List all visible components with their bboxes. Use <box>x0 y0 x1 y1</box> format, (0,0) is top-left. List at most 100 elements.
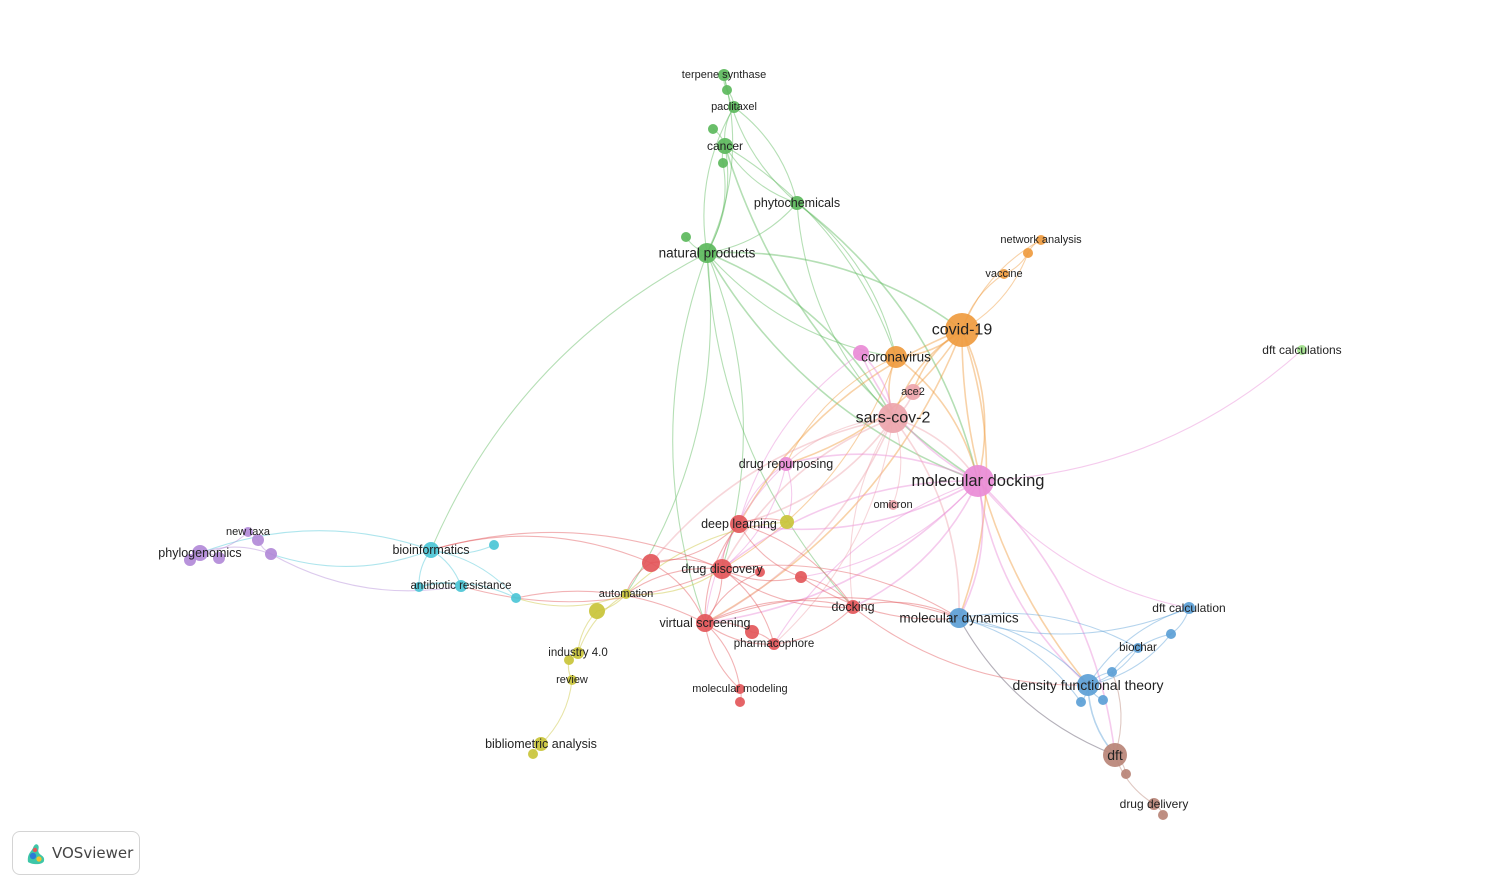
node-br-a[interactable] <box>1121 769 1131 779</box>
node-c-c[interactable] <box>511 593 521 603</box>
node-density-functional-theory[interactable] <box>1077 674 1099 696</box>
node-y-dl[interactable] <box>780 515 794 529</box>
node-pu-b[interactable] <box>213 552 225 564</box>
label-terpene-synthase[interactable]: terpene synthase <box>682 69 766 81</box>
node-phylogenomics[interactable] <box>192 545 208 561</box>
label-vaccine[interactable]: vaccine <box>985 268 1022 280</box>
node-omicron[interactable] <box>888 500 898 510</box>
node-y-c[interactable] <box>528 749 538 759</box>
node-network-analysis[interactable] <box>1036 235 1046 245</box>
label-drug-discovery[interactable]: drug discovery <box>681 562 763 576</box>
node-review[interactable] <box>567 675 577 685</box>
node-drug-delivery[interactable] <box>1148 798 1160 810</box>
node-antibiotic-resistance[interactable] <box>455 580 467 592</box>
node-paclitaxel[interactable] <box>728 101 740 113</box>
label-covid-19[interactable]: covid-19 <box>932 322 993 339</box>
node-p-corona[interactable] <box>853 345 869 361</box>
label-review[interactable]: review <box>556 674 588 686</box>
node-terpene-synthase[interactable] <box>718 69 730 81</box>
node-drug-discovery[interactable] <box>712 559 732 579</box>
label-molecular-modeling[interactable]: molecular modeling <box>692 683 787 695</box>
node-br-b[interactable] <box>1158 810 1168 820</box>
vosviewer-badge[interactable]: VOSviewer <box>12 831 140 875</box>
label-omicron[interactable]: omicron <box>873 499 912 511</box>
node-g-c[interactable] <box>718 158 728 168</box>
node-phytochemicals[interactable] <box>790 196 804 210</box>
label-docking[interactable]: docking <box>831 600 874 614</box>
node-coronavirus[interactable] <box>885 346 907 368</box>
label-industry-4[interactable]: industry 4.0 <box>548 647 607 659</box>
node-o-a[interactable] <box>1023 248 1033 258</box>
node-r-b[interactable] <box>755 567 765 577</box>
node-automation[interactable] <box>621 589 631 599</box>
node-molecular-dynamics[interactable] <box>949 608 969 628</box>
node-vaccine[interactable] <box>999 269 1009 279</box>
label-ace2[interactable]: ace2 <box>901 386 925 398</box>
node-natural-products[interactable] <box>697 243 717 263</box>
node-new-taxa[interactable] <box>243 527 253 537</box>
node-molecular-docking[interactable] <box>962 465 994 497</box>
node-g-a[interactable] <box>722 85 732 95</box>
label-molecular-dynamics[interactable]: molecular dynamics <box>899 611 1019 626</box>
node-deep-learning[interactable] <box>730 515 748 533</box>
node-docking[interactable] <box>846 600 860 614</box>
node-r-e[interactable] <box>735 697 745 707</box>
node-molecular-modeling[interactable] <box>735 684 745 694</box>
label-new-taxa[interactable]: new taxa <box>226 526 271 538</box>
label-pharmacophore[interactable]: pharmacophore <box>734 638 815 650</box>
node-virtual-screening[interactable] <box>696 614 714 632</box>
node-b-d[interactable] <box>1098 695 1108 705</box>
node-cancer[interactable] <box>717 138 733 154</box>
label-paclitaxel[interactable]: paclitaxel <box>711 101 757 113</box>
label-natural-products[interactable]: natural products <box>659 246 756 261</box>
label-coronavirus[interactable]: coronavirus <box>861 350 931 365</box>
node-r-a[interactable] <box>642 554 660 572</box>
label-phylogenomics[interactable]: phylogenomics <box>158 546 241 560</box>
node-b-c[interactable] <box>1076 697 1086 707</box>
label-phytochemicals[interactable]: phytochemicals <box>754 196 840 210</box>
label-biochar[interactable]: biochar <box>1119 642 1157 654</box>
label-network-analysis[interactable]: network analysis <box>1000 234 1082 246</box>
node-industry-4[interactable] <box>572 647 584 659</box>
label-bioinformatics[interactable]: bioinformatics <box>392 543 469 557</box>
node-pharmacophore[interactable] <box>768 638 780 650</box>
node-y-a[interactable] <box>589 603 605 619</box>
node-b-a[interactable] <box>1166 629 1176 639</box>
node-bioinformatics[interactable] <box>423 542 439 558</box>
node-g-d[interactable] <box>681 232 691 242</box>
label-automation[interactable]: automation <box>599 588 653 600</box>
label-virtual-screening[interactable]: virtual screening <box>659 616 750 630</box>
label-sars-cov-2[interactable]: sars-cov-2 <box>856 410 931 427</box>
node-r-c[interactable] <box>795 571 807 583</box>
label-cancer[interactable]: cancer <box>707 139 743 153</box>
label-bibliometric-analysis[interactable]: bibliometric analysis <box>485 737 597 751</box>
node-c-b[interactable] <box>414 582 424 592</box>
node-b-b[interactable] <box>1107 667 1117 677</box>
node-ace2[interactable] <box>905 384 921 400</box>
node-pu-a[interactable] <box>184 554 196 566</box>
label-dft[interactable]: dft <box>1107 747 1123 763</box>
node-dft-calculations[interactable] <box>1297 345 1307 355</box>
node-y-b[interactable] <box>564 655 574 665</box>
node-drug-repurposing[interactable] <box>779 457 793 471</box>
label-molecular-docking[interactable]: molecular docking <box>912 472 1045 490</box>
label-antibiotic-resistance[interactable]: antibiotic resistance <box>411 580 512 592</box>
label-dft-calculations[interactable]: dft calculations <box>1262 343 1341 357</box>
node-pu-c[interactable] <box>252 534 264 546</box>
label-drug-delivery[interactable]: drug delivery <box>1120 797 1189 811</box>
label-density-functional-theory[interactable]: density functional theory <box>1013 677 1164 693</box>
node-pu-d[interactable] <box>265 548 277 560</box>
node-covid-19[interactable] <box>945 313 979 347</box>
node-dft-calculation[interactable] <box>1183 602 1195 614</box>
node-c-a[interactable] <box>489 540 499 550</box>
edge-drug-repurposing-drug-discovery <box>721 463 787 570</box>
node-bibliometric-analysis[interactable] <box>534 737 548 751</box>
node-dft[interactable] <box>1103 743 1127 767</box>
label-dft-calculation[interactable]: dft calculation <box>1152 601 1225 615</box>
node-r-d[interactable] <box>745 625 759 639</box>
label-deep-learning[interactable]: deep learning <box>701 517 777 531</box>
node-sars-cov-2[interactable] <box>878 403 908 433</box>
label-drug-repurposing[interactable]: drug repurposing <box>739 457 834 471</box>
node-biochar[interactable] <box>1133 643 1143 653</box>
node-g-b[interactable] <box>708 124 718 134</box>
